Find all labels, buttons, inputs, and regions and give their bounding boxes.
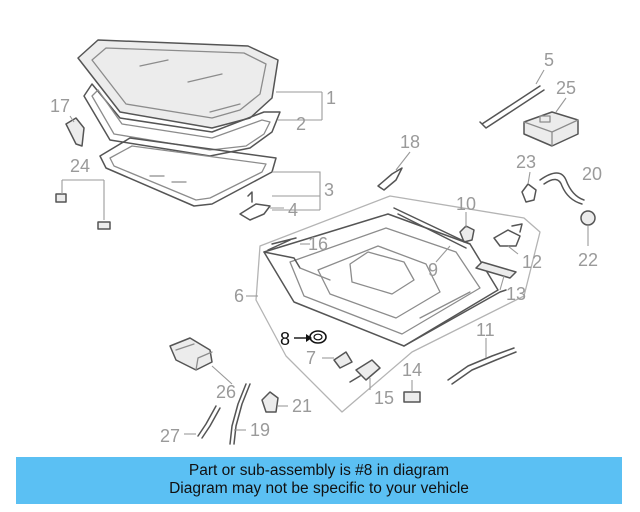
part-16 [267, 237, 297, 251]
callout-9: 9 [428, 260, 438, 280]
part-18 [377, 167, 403, 191]
callout-19: 19 [250, 420, 270, 440]
part-12 [493, 223, 523, 247]
part-13 [475, 261, 517, 279]
callout-11: 11 [476, 320, 495, 340]
sunshade [99, 137, 277, 207]
banner-line-1: Part or sub-assembly is #8 in diagram [188, 462, 450, 479]
callout-23: 23 [516, 152, 536, 172]
callout-13: 13 [506, 284, 526, 304]
part-4 [239, 191, 271, 221]
callout-21: 21 [292, 396, 312, 416]
callout-17: 17 [50, 96, 70, 116]
part-8-ring [309, 330, 327, 344]
callout-6: 6 [234, 286, 244, 306]
callout-24: 24 [70, 156, 90, 176]
callout-8: 8 [280, 329, 290, 349]
part-14 [403, 391, 421, 403]
callout-20: 20 [582, 164, 602, 184]
callout-3: 3 [324, 180, 334, 200]
part-23 [521, 183, 537, 203]
callout-7: 7 [306, 348, 316, 368]
callout-5: 5 [544, 50, 554, 70]
callout-16: 16 [308, 234, 328, 254]
part-11 [447, 347, 517, 385]
part-27 [197, 405, 221, 439]
callout-18: 18 [400, 132, 420, 152]
callout-26: 26 [216, 382, 236, 402]
callout-15: 15 [374, 388, 394, 408]
part-24-clip-a [55, 193, 67, 203]
part-26-motor [169, 337, 213, 371]
frame-assembly [255, 195, 541, 413]
part-20 [539, 172, 585, 205]
callout-10: 10 [456, 194, 476, 214]
part-19 [229, 383, 251, 445]
callout-27: 27 [160, 426, 180, 446]
banner-line-2: Diagram may not be specific to your vehi… [169, 480, 469, 497]
part-7 [333, 351, 353, 369]
part-22 [580, 210, 596, 226]
callout-25: 25 [556, 78, 576, 98]
part-21 [261, 391, 279, 413]
part-15 [349, 359, 381, 383]
parts-diagram: 1 2 3 4 5 6 7 8 9 10 11 12 13 14 15 16 1… [50, 39, 602, 446]
part-5 [479, 85, 545, 129]
callout-22: 22 [578, 250, 598, 270]
callout-12: 12 [522, 252, 542, 272]
part-17 [65, 117, 85, 147]
part-25 [523, 111, 579, 147]
info-banner: Part or sub-assembly is #8 in diagram Di… [16, 457, 622, 504]
callout-2: 2 [296, 114, 306, 134]
glass-panel [77, 39, 279, 129]
leader-lines [61, 69, 589, 435]
part-24-clip-b [97, 221, 111, 230]
callout-4: 4 [288, 200, 298, 220]
callout-1: 1 [326, 88, 336, 108]
callout-14: 14 [402, 360, 422, 380]
